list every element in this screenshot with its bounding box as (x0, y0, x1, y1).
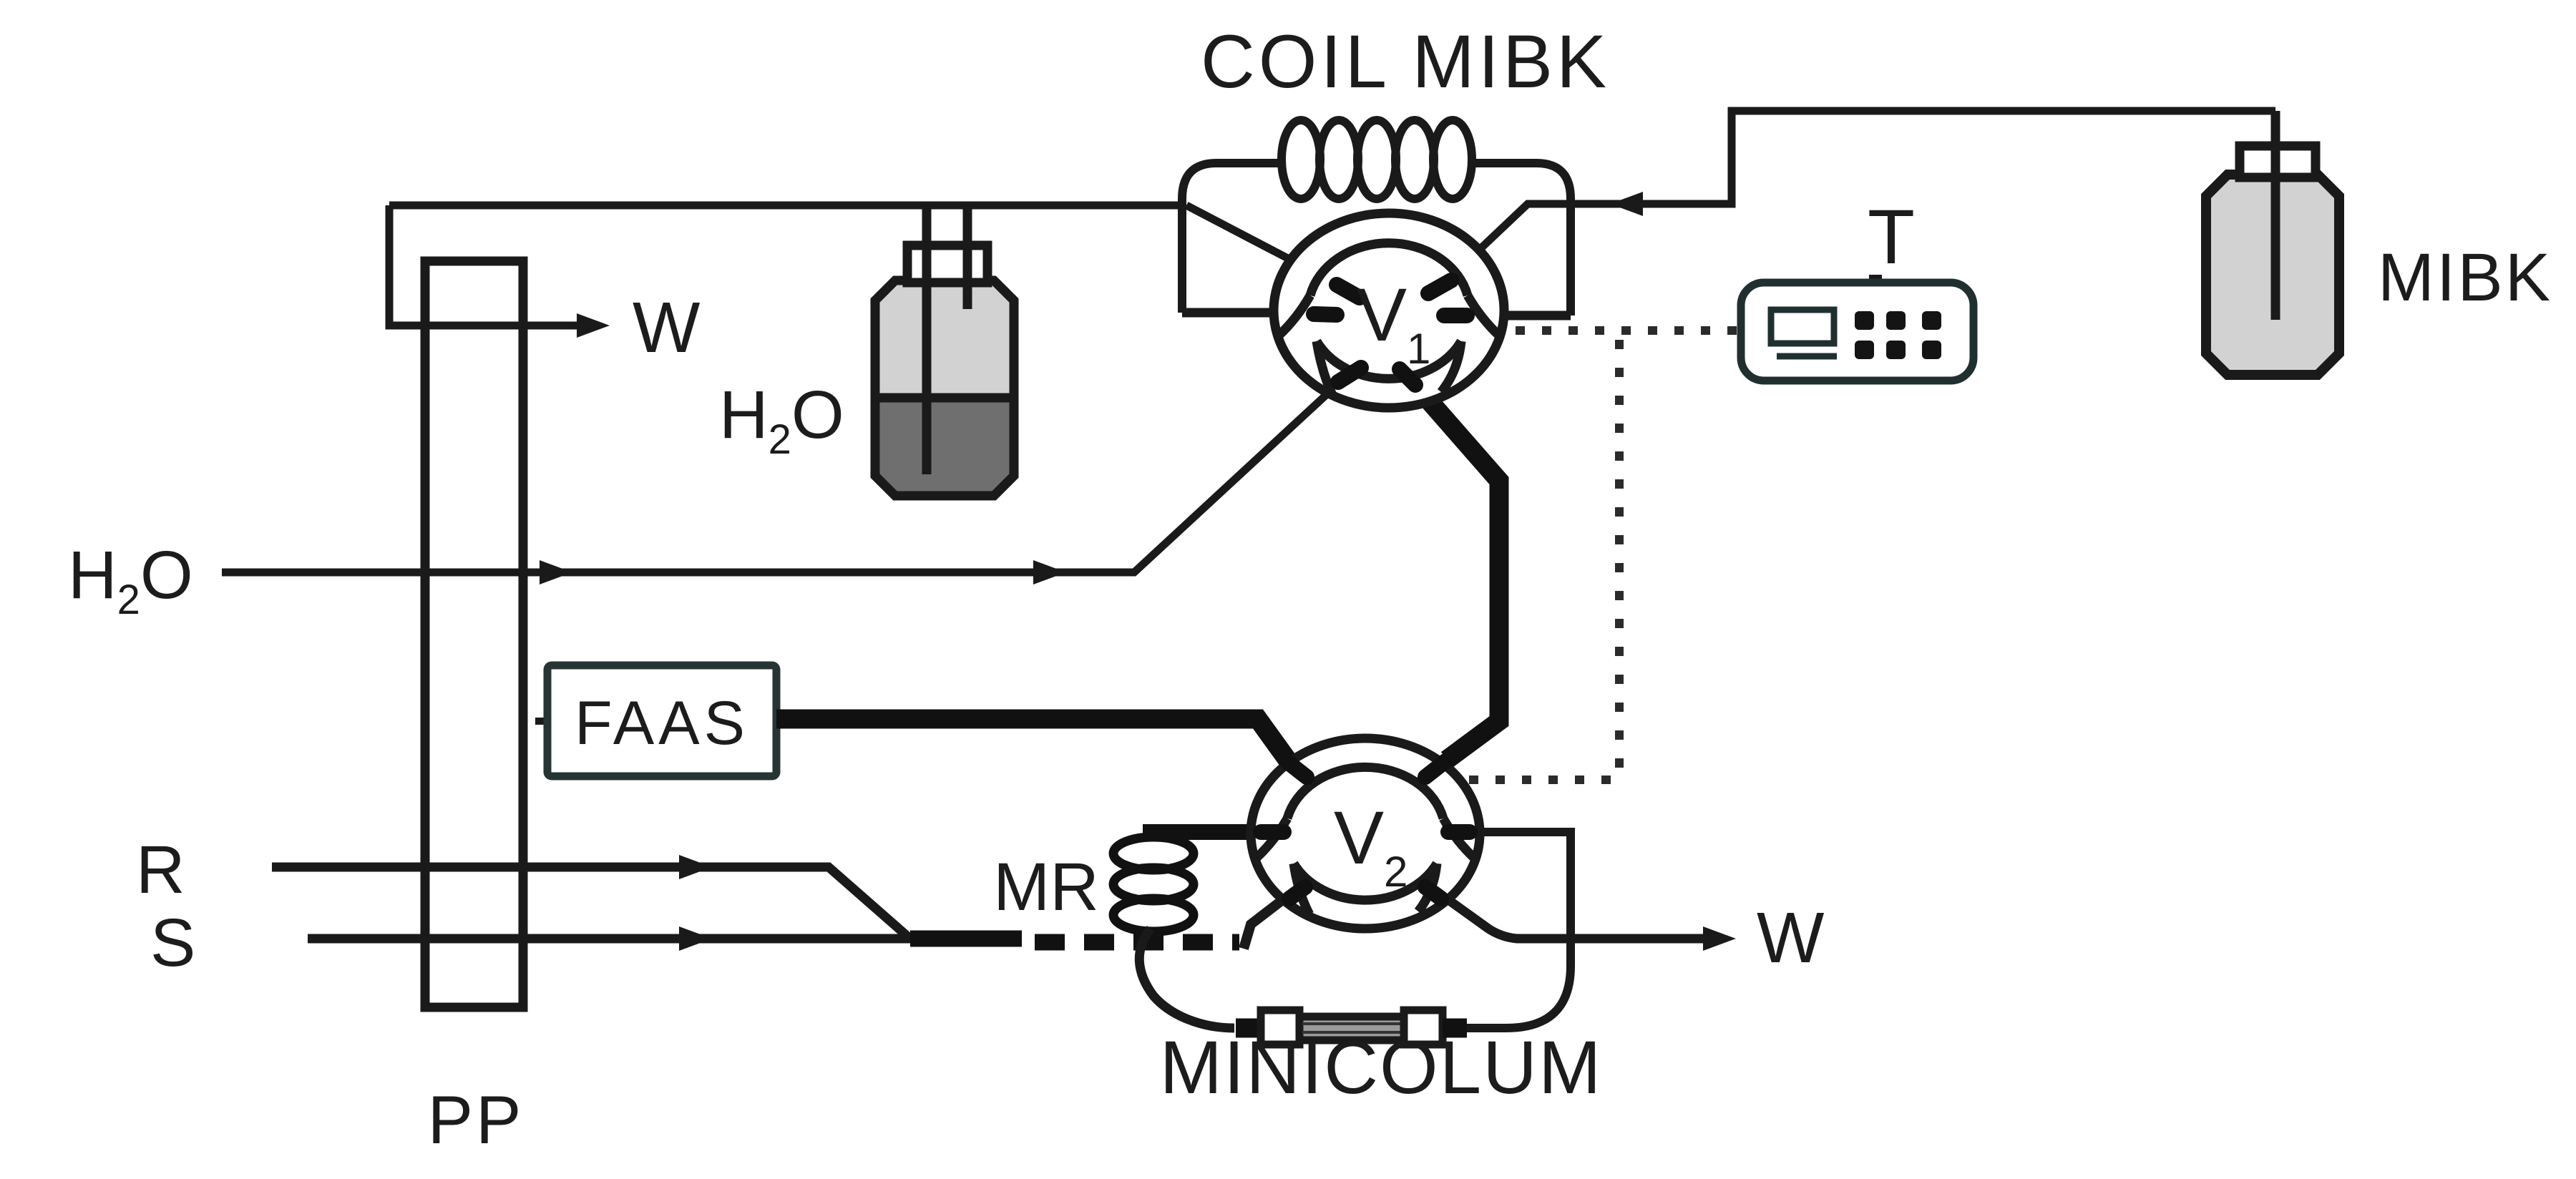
arrow-icon (1703, 926, 1736, 951)
faas-box (535, 661, 1297, 781)
h2o-feed-label: H2O (68, 537, 193, 623)
reagent-label: R (136, 832, 185, 908)
reagent-sample-lines (272, 855, 1239, 951)
h2o-bottle-icon (870, 205, 1019, 501)
h2o-feed-line (222, 377, 1345, 577)
waste-top-label: W (633, 288, 701, 368)
timer-display (1767, 306, 1838, 347)
top-transfer-lines (385, 201, 1182, 338)
arrow-icon (679, 855, 712, 879)
faas-label: FAAS (575, 689, 749, 758)
waste-line-right (1440, 891, 1703, 944)
dotted-control-line (1437, 326, 1741, 784)
mibk-label: MIBK (2378, 240, 2552, 315)
mr-coil-icon (1108, 824, 1282, 1033)
arrow-icon (1610, 192, 1643, 216)
coil-mibk-label: COIL MIBK (1201, 20, 1610, 104)
timer-icon (1737, 275, 1978, 385)
v2-to-faas-line (776, 709, 1297, 768)
arrow-icon (1033, 560, 1066, 584)
h2o-bottle-label: H2O (719, 377, 844, 463)
arrow-icon (679, 926, 712, 951)
reagent-line (272, 862, 914, 942)
valve1-label: V1 (1357, 273, 1430, 373)
mibk-bottle-icon (2201, 111, 2344, 380)
mibk-feed-line (1444, 107, 2275, 283)
valve-icon-v1 (1269, 208, 1509, 413)
sample-label: S (150, 905, 195, 981)
waste-right-label: W (1757, 898, 1825, 978)
valve-icon-v2 (1246, 733, 1485, 934)
timer-buttons (1855, 311, 1941, 359)
mr-label: MR (993, 849, 1099, 925)
pump-label: PP (428, 1082, 525, 1158)
v1-to-v2-line (1396, 366, 1509, 768)
minicolumn-label: MINICOLUM (1160, 1026, 1603, 1110)
arrow-icon (540, 560, 572, 584)
arrow-icon (577, 313, 610, 338)
timer-label: T (1868, 193, 1915, 280)
v2-right-lines (1239, 828, 1736, 1032)
valve-port-stubs (1306, 273, 1475, 393)
valve2-label: V2 (1334, 796, 1407, 896)
valve-port-stubs (1253, 753, 1478, 906)
minicolumn-icon (1236, 1006, 1506, 1049)
peristaltic-pump-icon (420, 256, 528, 1012)
waste-line-top (385, 205, 577, 330)
v2-bottom-left-line (1239, 891, 1292, 950)
